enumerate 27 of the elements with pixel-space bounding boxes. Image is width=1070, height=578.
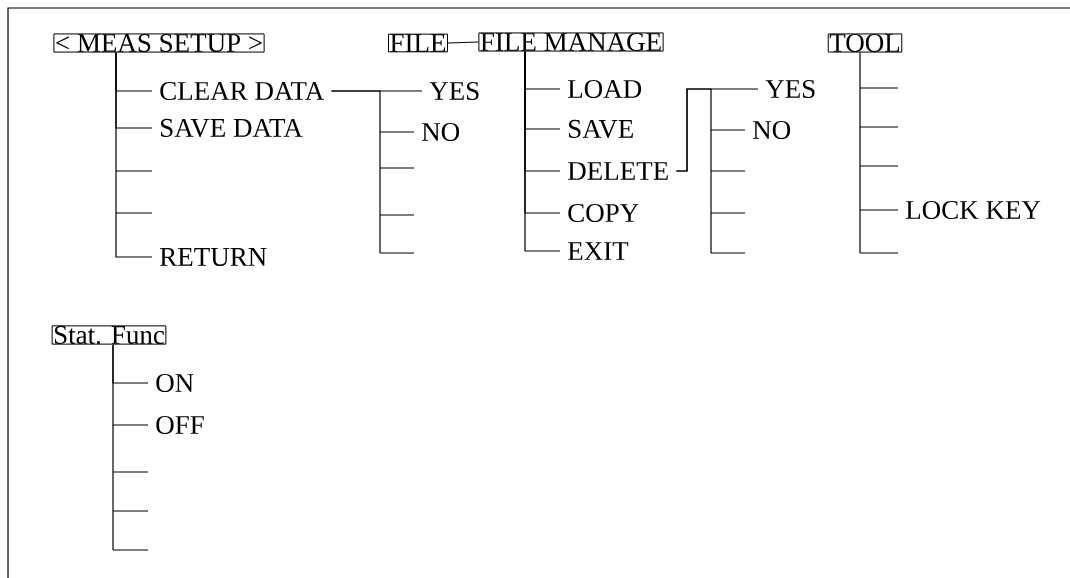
- connector-line: [675, 88, 746, 172]
- menu-title-box: < MEAS SETUP >: [53, 33, 265, 53]
- menu-item: YES: [429, 81, 479, 101]
- menu-item: OFF: [156, 415, 204, 435]
- menu-item: LOAD: [568, 79, 642, 99]
- menu-item: EXIT: [568, 242, 629, 260]
- menu-item: SAVE DATA: [161, 118, 303, 138]
- menu-item: SAVE: [569, 119, 633, 139]
- menu-title-box: FILE: [388, 33, 448, 53]
- menu-title-box: FILE MANAGE: [478, 32, 664, 52]
- menu-item: YES: [765, 79, 815, 99]
- connector-line: [330, 90, 415, 133]
- menu-item: NO: [422, 122, 460, 142]
- connector-line: [112, 344, 149, 426]
- connector-line: [859, 51, 899, 211]
- connector-line: [524, 50, 561, 252]
- menu-item: LOCK KEY: [906, 200, 1041, 220]
- menu-item: RETURN: [160, 248, 267, 266]
- menu-item: COPY: [568, 203, 639, 223]
- menu-item: ON: [156, 373, 194, 393]
- menu-title-box: TOOL: [827, 33, 903, 53]
- connector-line: [447, 41, 479, 44]
- menu-title-box: Stat. Func: [51, 325, 167, 345]
- menu-item: NO: [753, 120, 791, 140]
- connector-line: [115, 51, 153, 258]
- menu-item: DELETE: [568, 162, 668, 180]
- menu-item: CLEAR DATA: [160, 81, 325, 101]
